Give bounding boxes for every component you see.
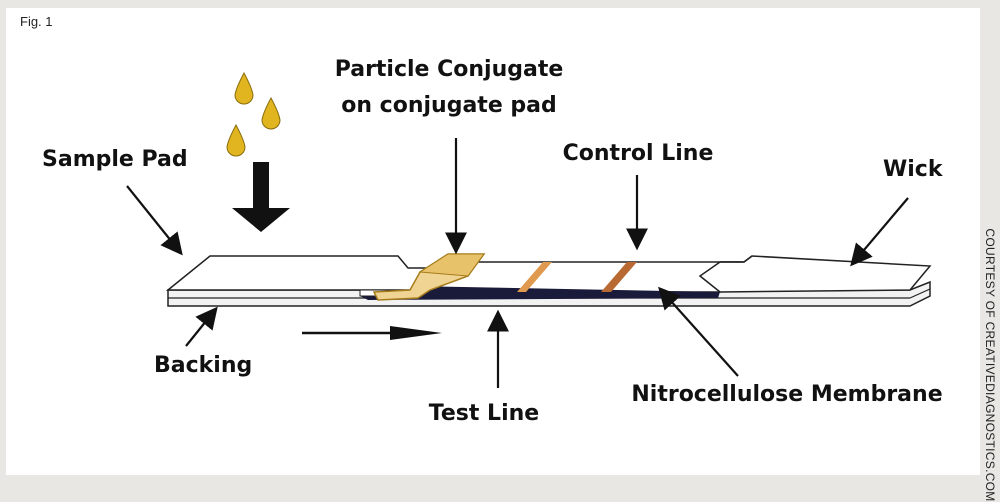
flow-direction-arrowhead xyxy=(390,326,442,340)
wick-pointer xyxy=(850,197,909,267)
particle-conjugate-label-1: Particle Conjugate xyxy=(335,57,564,82)
sample-drop-3 xyxy=(226,123,246,157)
particle-conjugate-label-2: on conjugate pad xyxy=(341,93,557,118)
lateral-flow-diagram: Sample Pad Particle Conjugate on conjuga… xyxy=(42,57,944,426)
backing-pointer xyxy=(185,306,218,347)
control-line-label: Control Line xyxy=(563,141,714,166)
test-line xyxy=(517,262,552,292)
test-line-label: Test Line xyxy=(429,401,539,426)
sample-application-arrow xyxy=(232,162,290,232)
backing-label: Backing xyxy=(154,353,252,378)
sample-pad xyxy=(165,255,442,291)
control-line xyxy=(601,262,637,292)
wick-label: Wick xyxy=(883,157,944,182)
figure-label: Fig. 1 xyxy=(20,14,53,29)
membrane-underside xyxy=(360,286,720,300)
sample-pad-label: Sample Pad xyxy=(42,147,188,172)
sample-pad-pointer xyxy=(126,185,183,256)
sample-drop-2 xyxy=(261,96,281,130)
nitrocellulose-membrane-label: Nitrocellulose Membrane xyxy=(631,382,942,407)
sample-drop-1 xyxy=(234,71,254,105)
membrane-pointer xyxy=(658,286,739,377)
